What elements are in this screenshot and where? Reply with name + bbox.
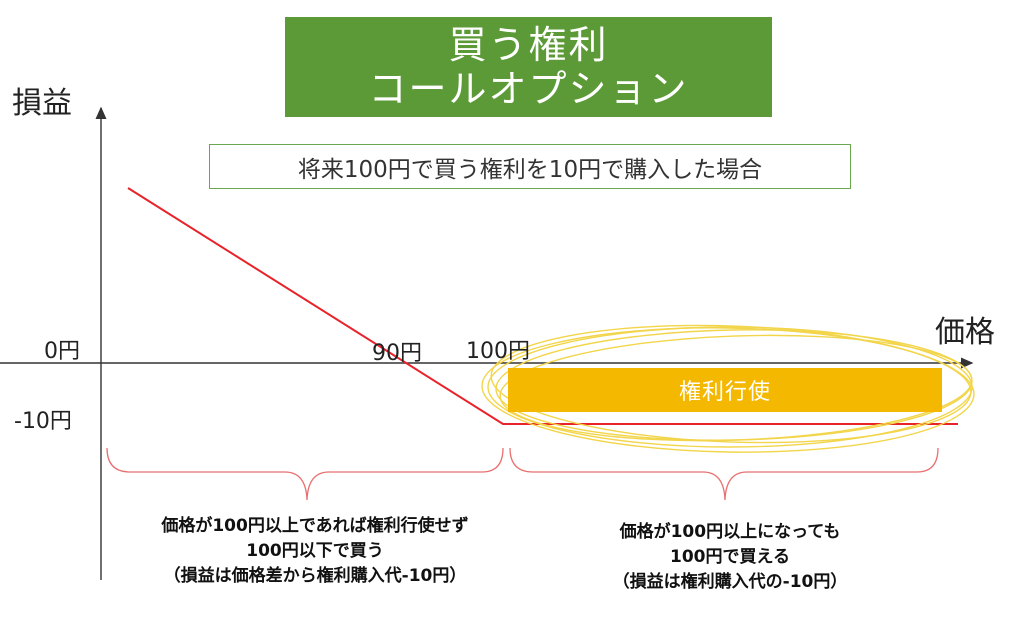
exercise-label: 権利行使 bbox=[678, 380, 771, 405]
tick-label-0yen: 0円 bbox=[44, 339, 80, 364]
tick-label-100yen: 100円 bbox=[466, 339, 530, 364]
right-note-line-2: 100円で買える bbox=[670, 547, 790, 567]
tick-label-90yen: 90円 bbox=[372, 341, 422, 366]
title-box: 買う権利 コールオプション bbox=[285, 17, 772, 117]
subtitle-text: 将来100円で買う権利を10円で購入した場合 bbox=[297, 156, 763, 183]
right-note-line-1: 価格が100円以上になっても bbox=[619, 522, 841, 542]
highlight-circle bbox=[481, 324, 975, 453]
title-line-1: 買う権利 bbox=[448, 23, 609, 67]
left-note-line-3: （損益は価格差から権利購入代-10円） bbox=[163, 566, 467, 586]
left-note-line-2: 100円以下で買う bbox=[246, 541, 384, 561]
tick-label-minus10yen: -10円 bbox=[14, 409, 72, 434]
exercise-box: 権利行使 bbox=[508, 368, 942, 412]
left-note-line-1: 価格が100円以上であれば権利行使せず bbox=[161, 516, 469, 536]
right-note-line-3: （損益は権利購入代の-10円） bbox=[612, 572, 848, 592]
subtitle-box: 将来100円で買う権利を10円で購入した場合 bbox=[209, 144, 851, 189]
payoff-line bbox=[127, 187, 958, 425]
right-note: 価格が100円以上になっても 100円で買える （損益は権利購入代の-10円） bbox=[560, 520, 900, 595]
left-brace bbox=[106, 447, 504, 501]
y-axis-label: 損益 bbox=[12, 86, 72, 121]
x-axis-label: 価格 bbox=[935, 315, 995, 350]
title-line-2: コールオプション bbox=[368, 67, 689, 111]
left-note: 価格が100円以上であれば権利行使せず 100円以下で買う （損益は価格差から権… bbox=[80, 514, 550, 589]
right-brace bbox=[509, 447, 939, 501]
